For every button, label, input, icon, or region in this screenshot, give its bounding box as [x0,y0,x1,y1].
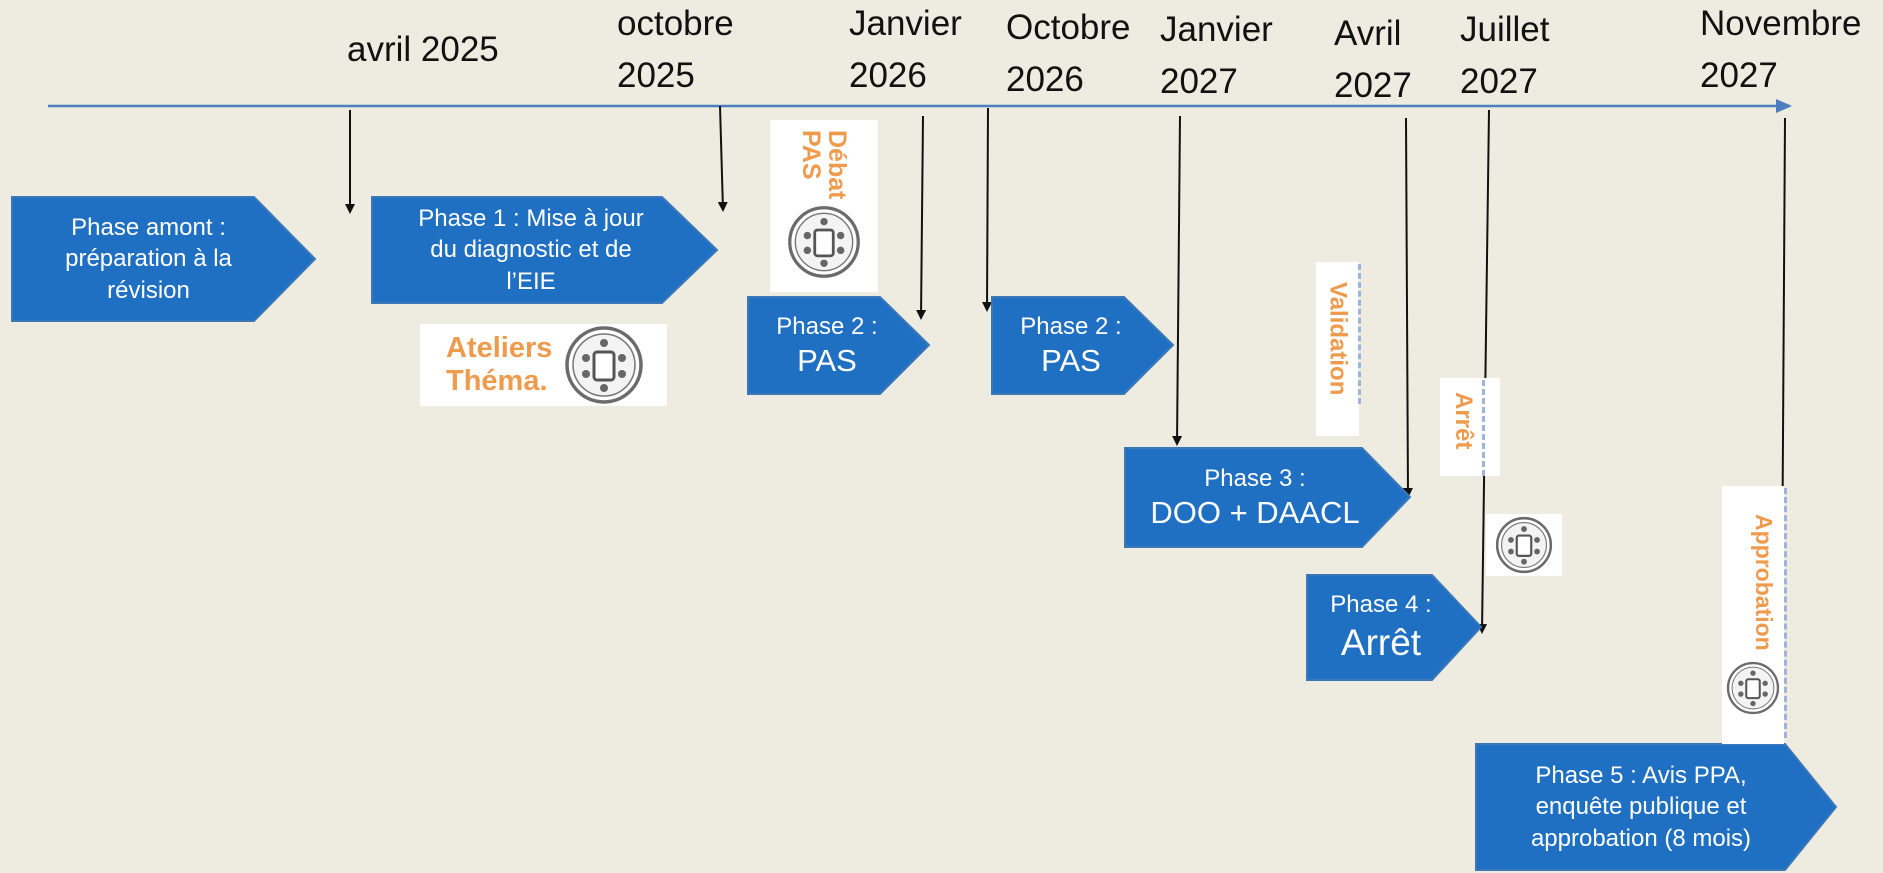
phase-3-line2: DOO + DAACL [1150,494,1360,530]
phase-1-shape [371,196,719,304]
date-label-oct2026: Octobre 2026 [1006,8,1131,99]
phase-4-line2: Arrêt [1340,621,1422,663]
phase-4: Phase 4 : Arrêt [1306,574,1483,681]
approbation-badge: Approbation [1722,486,1784,744]
phase-1-line3: l’EIE [506,267,556,295]
marker-arrow-avr2027 [1402,117,1413,498]
validation-dash [1358,264,1361,404]
phase-5-line2: enquête publique et [1535,793,1747,821]
phase-1-line2: du diagnostic et de [430,236,632,264]
debat-pas-label: Débat PAS [797,130,851,200]
phase-2-first-shape [747,296,931,395]
approbation-label: Approbation [1751,514,1777,651]
date-label-avr2025: avril 2025 [347,30,499,69]
phase-1-line1: Phase 1 : Mise à jour [418,205,644,233]
phase-amont-line1: Phase amont : [71,214,226,242]
arret-badge: Arrêt [1440,378,1500,476]
meeting-icon-box [1486,514,1562,576]
date-label-nov2027: Novembre 2027 [1700,4,1862,95]
marker-arrow-jan2026 [916,115,927,320]
phase-3-line1: Phase 3 : [1204,464,1306,492]
debat-pas-badge: Débat PAS [770,120,878,292]
date-label-jan2027: Janvier 2027 [1160,10,1273,101]
arret-label: Arrêt [1450,392,1477,450]
marker-arrow-jul2027 [1477,109,1490,634]
meeting-table-icon [565,326,644,404]
phase-5-line3: approbation (8 mois) [1530,824,1752,852]
marker-arrow-jan2027 [1172,115,1183,446]
marker-arrow-oct2025 [717,105,728,212]
phase-2-second-shape [991,296,1175,395]
meeting-table-icon [1495,516,1553,574]
validation-badge: Validation [1316,262,1359,436]
phase-2-second: Phase 2 : PAS [991,296,1175,395]
ateliers-thema-label: Ateliers Théma. [446,332,553,397]
phase-5-shape [1475,743,1838,871]
phase-2-second-line1: Phase 2 : [1020,312,1122,340]
phase-amont-line3: révision [107,276,190,304]
meeting-table-icon [788,206,860,279]
phase-amont-line2: préparation à la [65,245,232,273]
ateliers-thema-badge: Ateliers Théma. [420,324,667,406]
phase-1: Phase 1 : Mise à jour du diagnostic et d… [371,196,719,304]
phase-2-first-line1: Phase 2 : [776,312,878,340]
date-label-avr2027: Avril 2027 [1334,14,1412,105]
date-label-jan2026: Janvier 2026 [849,4,962,95]
phase-4-line1: Phase 4 : [1330,590,1432,618]
phase-4-shape [1306,574,1483,681]
date-label-oct2025: octobre 2025 [617,4,734,95]
phase-3-shape [1124,447,1412,548]
phase-2-first-line2: PAS [797,342,857,378]
date-label-jul2027: Juillet 2027 [1460,10,1550,101]
phase-2-first: Phase 2 : PAS [747,296,931,395]
phase-3: Phase 3 : DOO + DAACL [1124,447,1412,548]
phase-amont: Phase amont : préparation à la révision [11,196,317,322]
marker-arrow-oct2026 [982,107,993,312]
phase-amont-shape [11,196,317,322]
phase-5-line1: Phase 5 : Avis PPA, [1535,762,1747,790]
approbation-dash [1784,488,1787,738]
phase-5: Phase 5 : Avis PPA, enquête publique et … [1475,743,1838,871]
meeting-table-icon [1726,661,1780,714]
arret-dash [1482,380,1485,476]
validation-label: Validation [1324,282,1352,396]
phase-2-second-line2: PAS [1041,342,1101,378]
